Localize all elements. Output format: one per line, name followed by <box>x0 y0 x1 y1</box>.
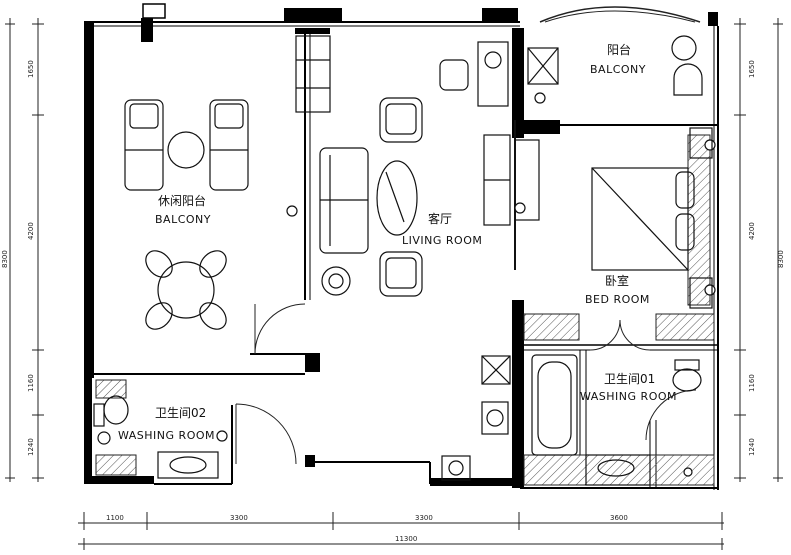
dim-left-1: 1650 <box>27 60 35 78</box>
label-bath2-cn: 卫生间02 <box>155 406 206 420</box>
label-bath1-en: WASHING ROOM <box>580 390 677 403</box>
fixture-points <box>216 92 716 477</box>
dim-bottom-2: 3300 <box>230 514 248 522</box>
dining-set <box>145 250 227 330</box>
label-bath1-cn: 卫生间01 <box>604 372 655 386</box>
dim-left-4: 1240 <box>27 438 35 456</box>
bath1-fixtures <box>441 354 702 486</box>
dimension-lines <box>5 18 783 550</box>
dim-bottom-1: 1100 <box>106 514 124 522</box>
dimension-labels: 1650 4200 1160 1240 8300 1650 4200 1160 … <box>1 60 785 543</box>
dim-bottom-total: 11300 <box>395 535 417 543</box>
dim-bottom-3: 3300 <box>415 514 433 522</box>
dim-right-3: 1160 <box>748 374 756 392</box>
label-living-en: LIVING ROOM <box>402 234 482 247</box>
dim-left-3: 1160 <box>27 374 35 392</box>
label-balcony-left-en: BALCONY <box>155 213 211 226</box>
label-balcony-right-cn: 阳台 <box>607 42 631 57</box>
label-balcony-left-cn: 休闲阳台 <box>158 193 206 208</box>
bath2-fixtures <box>93 395 219 479</box>
lounge-chairs <box>124 99 249 191</box>
dim-right-4: 1240 <box>748 438 756 456</box>
balcony-right-furniture <box>527 35 703 96</box>
label-bedroom-en: BED ROOM <box>585 293 650 306</box>
bedroom-furniture <box>591 127 713 309</box>
label-bedroom-cn: 卧室 <box>605 273 629 288</box>
label-bath2-en: WASHING ROOM <box>118 429 215 442</box>
dim-right-2: 4200 <box>748 222 756 240</box>
dim-right-total: 8300 <box>777 250 785 268</box>
living-furniture <box>295 35 540 297</box>
dim-right-1: 1650 <box>748 60 756 78</box>
label-living-cn: 客厅 <box>428 211 452 226</box>
label-balcony-right-en: BALCONY <box>590 63 646 76</box>
dim-left-total: 8300 <box>1 250 9 268</box>
dim-left-2: 4200 <box>27 222 35 240</box>
walls <box>84 3 719 490</box>
dim-bottom-4: 3600 <box>610 514 628 522</box>
room-labels: 休闲阳台 BALCONY 客厅 LIVING ROOM 阳台 BALCONY 卧… <box>118 42 677 442</box>
